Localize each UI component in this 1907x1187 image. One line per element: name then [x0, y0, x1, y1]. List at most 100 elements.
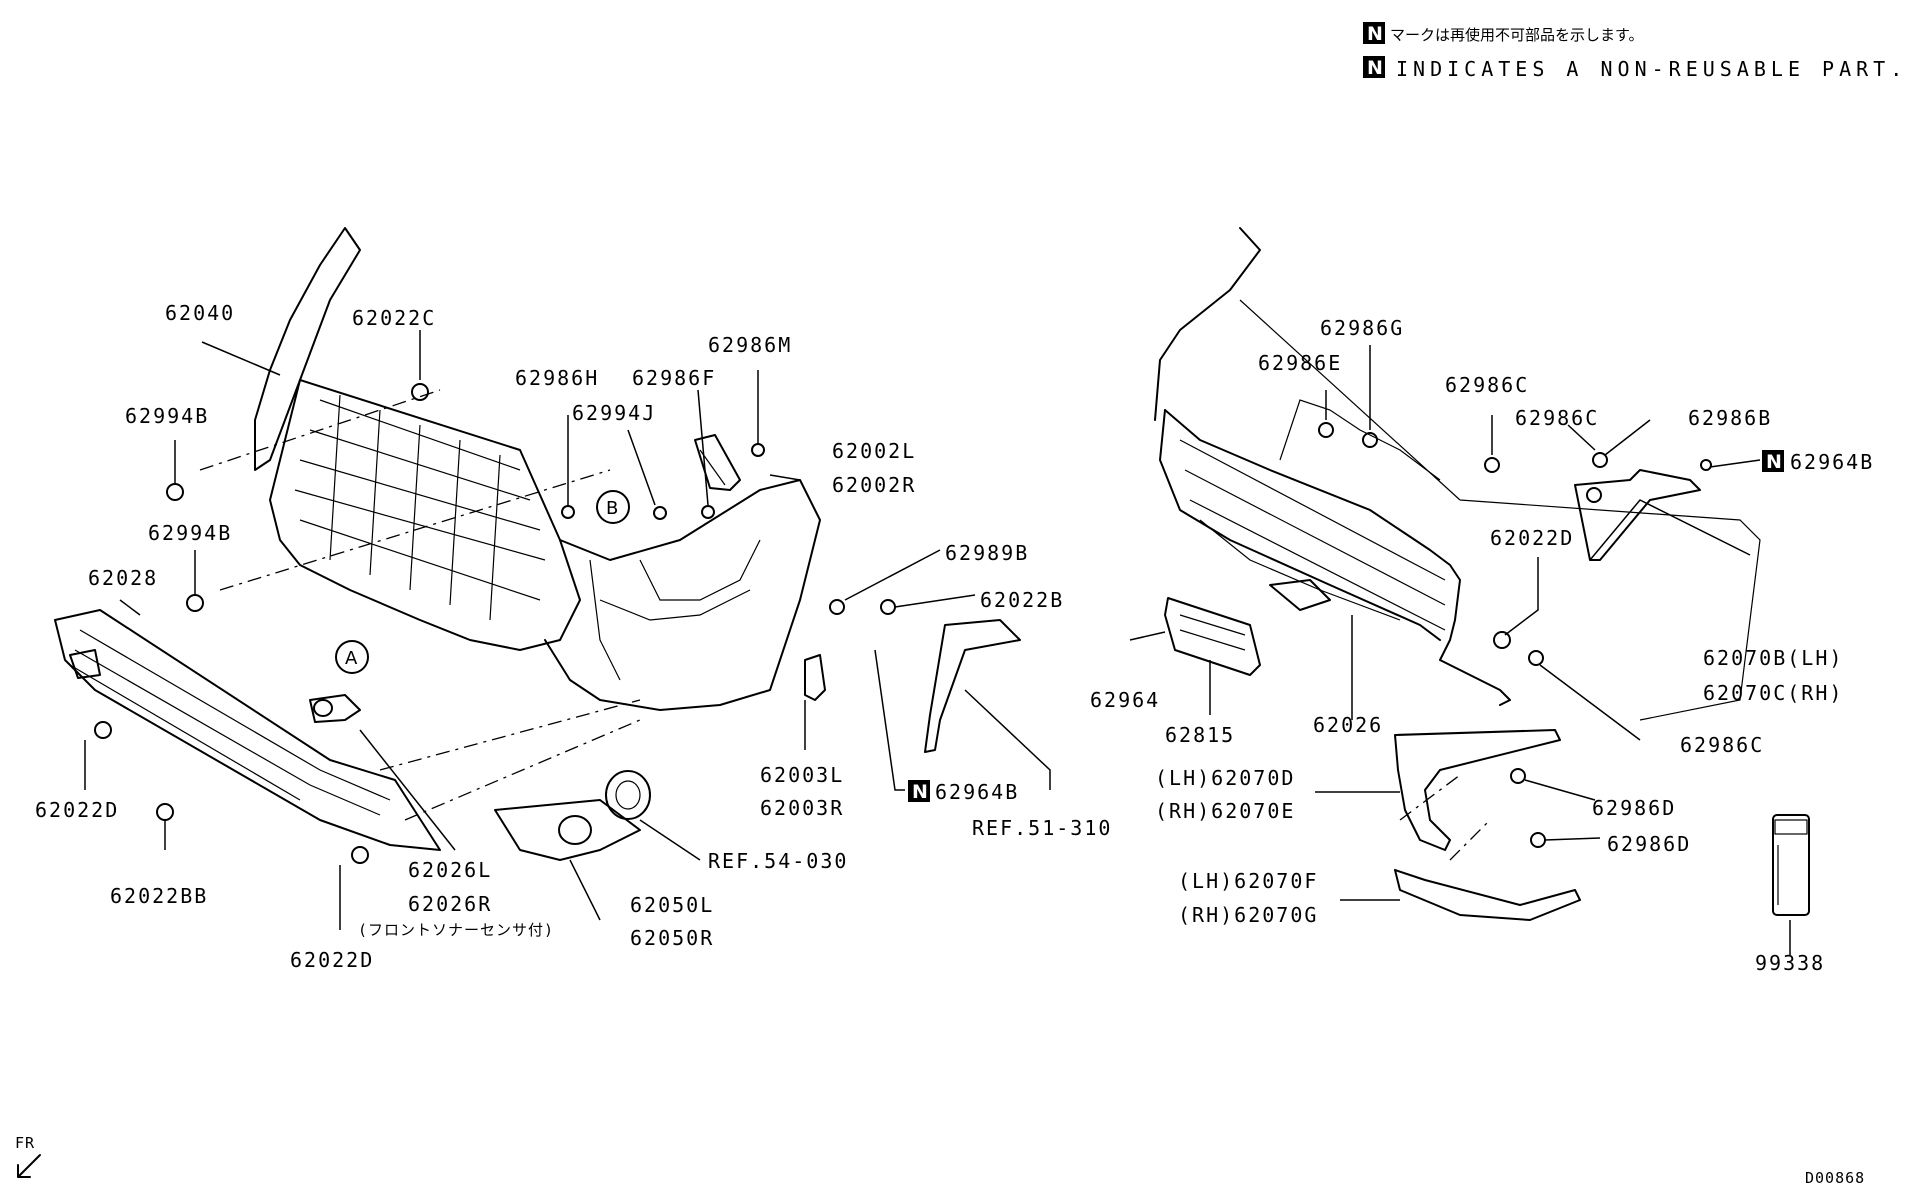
- screw-icon: [186, 594, 204, 612]
- label-62070C: 62070C(RH): [1703, 681, 1843, 705]
- screw-icon: [1528, 650, 1544, 666]
- label-62070E: (RH)62070E: [1155, 799, 1295, 823]
- label-62994B: 62994B: [148, 521, 232, 545]
- label-62964: 62964: [1090, 688, 1160, 712]
- label-62002L: 62002L: [832, 439, 916, 463]
- fr-direction-marker: FR: [15, 1134, 41, 1178]
- n-mark-letter: N: [912, 781, 928, 803]
- label-62026R: 62026R: [408, 892, 492, 916]
- label-62003R: 62003R: [760, 796, 844, 820]
- label-62994B: 62994B: [125, 404, 209, 428]
- dashed-lines-left: [199, 389, 641, 821]
- screw-icon: [166, 483, 184, 501]
- label-62022C: 62022C: [352, 306, 436, 330]
- n-mark-icon: [1762, 450, 1784, 472]
- leaders-right: [1129, 345, 1791, 955]
- label-62994J: 62994J: [572, 401, 656, 425]
- label-62986F: 62986F: [632, 366, 716, 390]
- bumper-frame-62040: [254, 227, 581, 651]
- label-62986D: 62986D: [1607, 832, 1691, 856]
- screw-icon: [1510, 768, 1526, 784]
- label-ref-54-030: REF.54-030: [708, 849, 848, 873]
- label-62986G: 62986G: [1320, 316, 1404, 340]
- fog-lamp-ref: [605, 770, 651, 820]
- label-62986E: 62986E: [1258, 351, 1342, 375]
- clip-icon: [880, 599, 896, 615]
- screw-icon: [701, 505, 715, 519]
- clip-icon: [156, 803, 174, 821]
- screw-icon: [1318, 422, 1334, 438]
- drawing-id: D00868: [1805, 1169, 1865, 1187]
- label-62986C: 62986C: [1515, 406, 1599, 430]
- label-62070F: (LH)62070F: [1178, 869, 1318, 893]
- label-62002R: 62002R: [832, 473, 916, 497]
- leaders-left: [84, 330, 1051, 930]
- screw-icon: [1586, 487, 1602, 503]
- callout-b: B: [596, 490, 630, 524]
- callout-a: A: [335, 640, 369, 674]
- label-62022BB: 62022BB: [110, 884, 208, 908]
- n-mark-letter: N: [1367, 57, 1383, 79]
- label-99338: 99338: [1755, 951, 1825, 975]
- label-62070B: 62070B(LH): [1703, 646, 1843, 670]
- label-62026L: 62026L: [408, 858, 492, 882]
- svg-text:A: A: [345, 648, 358, 669]
- label-62028: 62028: [88, 566, 158, 590]
- arrow-down-left-icon: [17, 1154, 41, 1178]
- label-62070G: (RH)62070G: [1178, 903, 1318, 927]
- clip-icon: [411, 383, 429, 401]
- legend-note-jp: マークは再使用不可部品を示します。: [1390, 26, 1644, 44]
- bracket-62002: [694, 434, 741, 491]
- screw-icon: [1362, 432, 1378, 448]
- screw-icon: [561, 505, 575, 519]
- fog-bezel-62050: [309, 694, 641, 861]
- label-62989B: 62989B: [945, 541, 1029, 565]
- label-62003L: 62003L: [760, 763, 844, 787]
- n-mark-letter: N: [1367, 23, 1383, 45]
- n-mark-icon: [1363, 22, 1385, 44]
- clip-icon: [1493, 631, 1511, 649]
- n-mark-icon: [1363, 56, 1385, 78]
- label-62986C: 62986C: [1680, 733, 1764, 757]
- bracket-62003: [804, 654, 826, 701]
- label-62964B: 62964B: [935, 780, 1019, 804]
- label-62986B: 62986B: [1688, 406, 1772, 430]
- label-sonar-note: (フロントソナーセンサ付): [358, 921, 554, 939]
- fasteners-right: [1318, 422, 1712, 848]
- label-62815: 62815: [1165, 723, 1235, 747]
- n-mark-letter: N: [1766, 451, 1782, 473]
- legend: N マークは再使用不可部品を示します。 N INDICATES A NON-RE…: [1363, 22, 1907, 81]
- rear-bumper-right: [1154, 227, 1761, 721]
- label-62022B: 62022B: [980, 588, 1064, 612]
- dashed-lines-right: [1399, 774, 1491, 861]
- clip-icon: [351, 846, 369, 864]
- label-62026: 62026: [1313, 713, 1383, 737]
- screw-icon: [751, 443, 765, 457]
- screw-icon: [1484, 457, 1500, 473]
- screw-icon: [1592, 452, 1608, 468]
- lower-grille-62028: [54, 609, 441, 851]
- sealant-tube-99338: [1772, 814, 1810, 916]
- label-62986D: 62986D: [1592, 796, 1676, 820]
- bumper-cover-left: [544, 479, 821, 711]
- fender-trim-ref: [924, 619, 1021, 753]
- label-62050R: 62050R: [630, 926, 714, 950]
- legend-note-en: INDICATES A NON-REUSABLE PART.: [1396, 57, 1907, 81]
- label-62040: 62040: [165, 301, 235, 325]
- label-62964B: 62964B: [1790, 450, 1874, 474]
- fasteners-left: [94, 383, 896, 864]
- screw-icon: [1700, 459, 1712, 471]
- label-62986M: 62986M: [708, 333, 792, 357]
- label-62022D: 62022D: [35, 798, 119, 822]
- side-molding-62070: [1394, 469, 1701, 921]
- fr-label: FR: [15, 1134, 35, 1152]
- screw-icon: [1530, 832, 1546, 848]
- label-62022D: 62022D: [1490, 526, 1574, 550]
- label-62986H: 62986H: [515, 366, 599, 390]
- label-62050L: 62050L: [630, 893, 714, 917]
- label-62986C: 62986C: [1445, 373, 1529, 397]
- n-mark-icon: [908, 780, 930, 802]
- clip-icon: [94, 721, 112, 739]
- clip-icon: [829, 599, 845, 615]
